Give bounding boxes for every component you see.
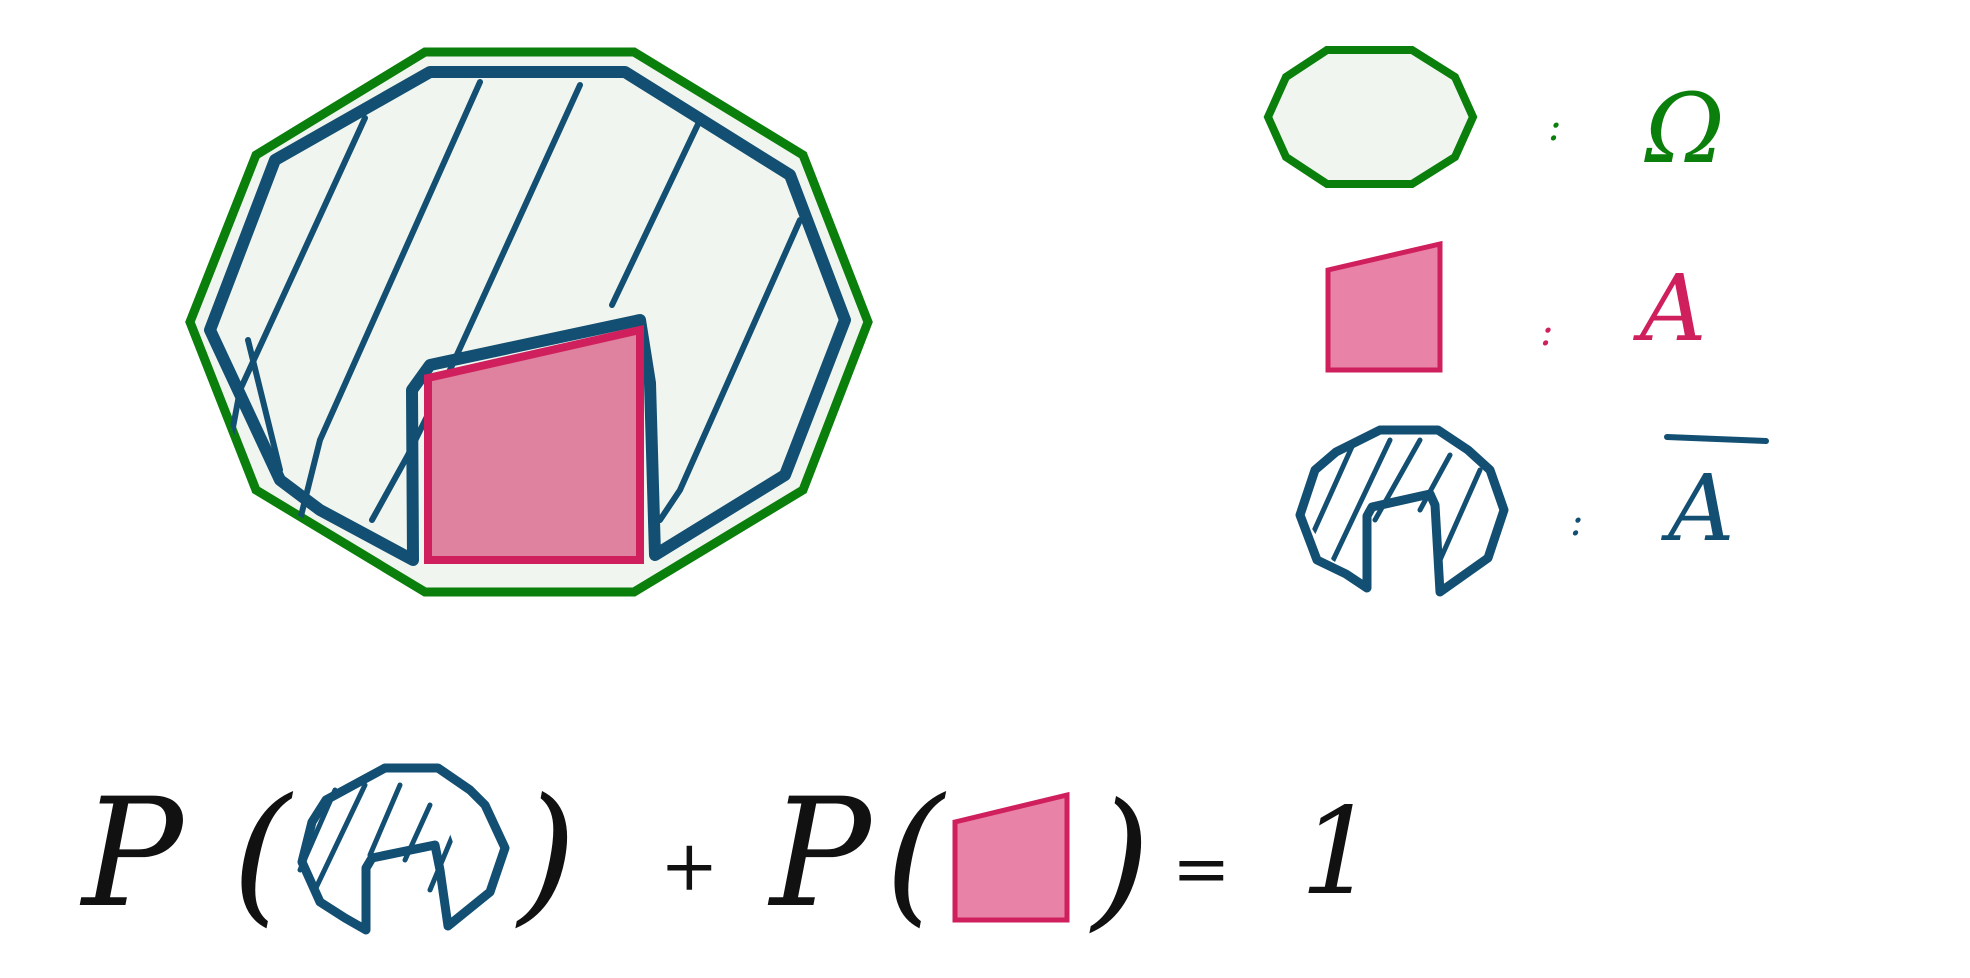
legend-omega-swatch xyxy=(1263,46,1478,188)
legend-a: : A xyxy=(1325,240,1706,373)
legend-a-bar-swatch xyxy=(1295,425,1509,597)
prob-symbol-2: P xyxy=(767,767,874,941)
complement-outline xyxy=(204,66,851,566)
legend-omega-symbol: Ω xyxy=(1644,73,1725,185)
open-paren-1: ( xyxy=(232,767,294,941)
legend-a-bar-overbar xyxy=(1664,434,1769,444)
event-a-region xyxy=(424,324,644,564)
close-paren-2: ) xyxy=(1089,772,1151,946)
legend-a-symbol: A xyxy=(1632,255,1706,362)
complement-icon xyxy=(297,763,510,935)
legend-a-bar-separator: : xyxy=(1570,499,1583,545)
result-one: 1 xyxy=(1300,783,1376,922)
plus-sign: + xyxy=(660,825,719,907)
legend-a-bar: : A xyxy=(1295,425,1769,597)
equals-sign: = xyxy=(1172,828,1231,910)
event-a-icon xyxy=(952,791,1070,923)
open-paren-2: ( xyxy=(885,767,947,941)
prob-symbol-1: P xyxy=(79,767,186,941)
sample-space-decagon xyxy=(185,47,873,597)
close-paren-1: ) xyxy=(515,767,577,941)
equation: P ( ) + P ( ) = 1 xyxy=(79,763,1376,946)
legend-a-bar-symbol: A xyxy=(1660,455,1734,562)
legend-a-swatch xyxy=(1325,240,1443,373)
legend-a-separator: : xyxy=(1540,309,1553,355)
legend-omega: : Ω xyxy=(1263,46,1725,188)
legend-omega-separator: : xyxy=(1548,104,1561,150)
